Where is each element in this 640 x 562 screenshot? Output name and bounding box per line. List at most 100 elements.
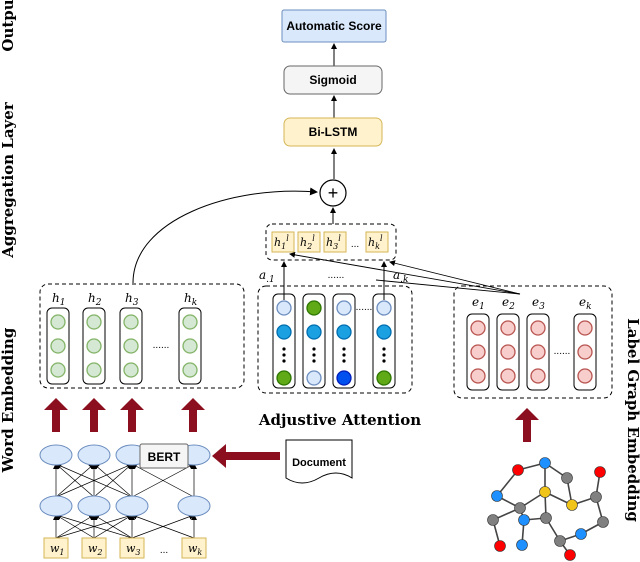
word-hidden-node [182,362,198,378]
molecule-atom [540,512,552,524]
word-hidden-node [50,314,66,330]
label-graph-node [577,344,593,360]
molecule-atom [561,472,573,484]
attention-column [302,293,326,389]
attention-node [336,324,352,340]
attention-node [276,370,292,386]
attention-ak-label: a.k [393,268,408,285]
attention-dot [342,353,346,357]
automatic-score-label: Automatic Score [286,19,382,33]
aggregation-plus-node [319,179,347,207]
automatic-score-box [281,9,387,43]
attention-dot [382,359,386,363]
word-hidden-node [123,314,139,330]
attention-output-label: h2l [300,234,315,251]
attention-node [306,324,322,340]
molecule-atom [564,549,576,561]
word-token-label: w2 [88,542,103,557]
document-label: Document [292,457,346,469]
word-hidden-node [50,338,66,354]
label-graph-node [500,368,516,384]
molecule-atom [594,466,606,478]
attention-dot [312,353,316,357]
molecule-atom [575,528,587,540]
side-label-label-graph: Label Graph Embedding [624,318,640,522]
bert-unit [177,495,211,517]
attention-output-cell [365,231,389,253]
bert-connection [55,463,95,498]
attention-group [257,285,413,394]
attention-node [376,370,392,386]
attention-dot [382,347,386,351]
up-arrow [515,408,539,442]
molecule-atom [512,464,524,476]
attention-mid-ellipsis: ...... [356,302,373,313]
word-hidden-label: h2 [88,291,102,308]
word-token-box [119,537,145,559]
word-hidden-label: hk [184,291,197,308]
attention-dot [282,347,286,351]
attention-output-group [265,223,397,261]
label-graph-label: ek [579,295,592,312]
label-graph-label: e1 [472,295,485,312]
bilstm-box [283,117,383,147]
label-graph-node [530,368,546,384]
attention-output-label: h3l [326,234,341,251]
label-graph-group [453,285,613,399]
label-graph-ellipsis: ...... [554,346,571,357]
bert-unit [77,444,111,466]
bilstm-label: Bi-LSTM [309,125,358,139]
attention-node [376,324,392,340]
word-hidden-node [123,362,139,378]
side-label-aggregation: Aggregation Layer [0,101,17,259]
label-graph-node [500,320,516,336]
word-hidden-label: h1 [52,291,65,308]
word-token-label: wk [188,542,202,557]
molecule-atom [539,457,551,469]
molecule-atom [554,535,566,547]
bert-unit [39,495,73,517]
bert-unit [39,444,73,466]
side-label-output: Output [0,0,17,52]
label-graph-node [577,368,593,384]
attention-node [306,370,322,386]
attention-caption: Adjustive Attention [258,411,421,429]
sigmoid-label: Sigmoid [309,73,356,87]
word-hidden-node [86,362,102,378]
attention-dot [312,347,316,351]
side-label-word-embedding: Word Embedding [0,327,17,473]
molecule-atom [518,514,530,526]
attention-a1-label: a.1 [259,268,275,285]
bert-connection [93,514,133,539]
bert-connection [131,463,195,498]
attention-dot [282,353,286,357]
attention-node [276,324,292,340]
label-graph-node [500,344,516,360]
molecule-atom [514,502,526,514]
molecule-atom [539,486,551,498]
document-shape [285,439,353,484]
word-hidden-ellipsis: ...... [153,340,170,351]
label-graph-node [470,320,486,336]
attention-node [376,300,392,316]
molecule-atom [597,516,609,528]
attention-output-cell [271,231,295,253]
label-graph-node [530,344,546,360]
line-label-to-a1 [289,251,521,295]
up-arrow [44,398,68,432]
bert-connection [93,463,133,498]
label-graph-node [470,344,486,360]
up-arrow [82,398,106,432]
word-token-box [181,537,207,559]
bert-unit [115,495,149,517]
word-token-box [43,537,69,559]
attention-output-label: hkl [368,234,383,251]
word-hidden-node [50,362,66,378]
dark-red-arrows [44,398,539,468]
bert-connection [55,463,133,498]
arrow-word-hidden-to-plus [132,187,318,284]
attention-dot [342,359,346,363]
word-token-label: w3 [126,542,141,557]
